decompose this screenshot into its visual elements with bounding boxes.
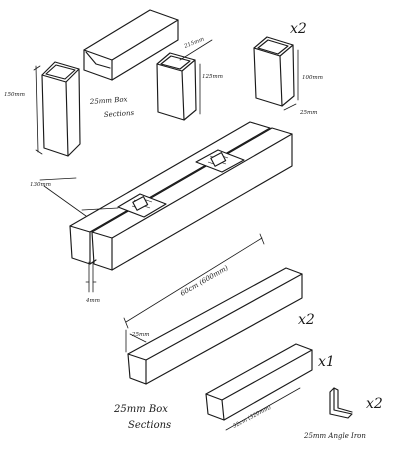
long-bar-quantity: x2 xyxy=(298,312,315,328)
dim-gap: 4mm xyxy=(85,298,100,304)
dim-tall-post: 150mm xyxy=(4,92,25,98)
weld-plate-right xyxy=(195,149,245,173)
dim-short-post: 125mm xyxy=(202,74,223,80)
box-label-line1: 25mm Box xyxy=(89,95,128,106)
long-top-bar xyxy=(83,9,179,81)
short-bar: x1 32cm (320mm) xyxy=(205,343,335,431)
bottom-box-label-line1: 25mm Box xyxy=(113,404,168,415)
tall-post xyxy=(41,61,81,157)
angle-label: 25mm Angle Iron xyxy=(303,432,366,440)
posts-quantity: x2 xyxy=(290,21,307,37)
short-post xyxy=(156,52,197,121)
top-right-posts: x2 100mm 25mm xyxy=(253,21,323,116)
dim-post-height: 100mm xyxy=(302,75,323,81)
bottom-box-label: 25mm Box Sections xyxy=(113,404,171,431)
dim-long-length: 60cm (600mm) xyxy=(179,264,230,298)
bottom-box-label-line2: Sections xyxy=(128,420,171,431)
dim-spacing: 130mm xyxy=(30,182,51,188)
angle-quantity: x2 xyxy=(366,396,383,412)
dim-long-top: 215mm xyxy=(183,36,206,50)
box-label-line2: Sections xyxy=(104,109,135,119)
dim-long-section: 25mm xyxy=(131,332,149,338)
weld-plate-left xyxy=(117,193,167,218)
top-box-section-group: 150mm 215mm 125mm 25mm Box Sections xyxy=(4,9,223,157)
dim-short-length: 32cm (320mm) xyxy=(232,404,273,430)
angle-iron: x2 25mm Angle Iron xyxy=(303,387,383,440)
dim-post-width: 25mm xyxy=(299,110,317,116)
middle-assembly: 130mm 4mm xyxy=(30,121,293,304)
short-bar-quantity: x1 xyxy=(318,354,335,370)
